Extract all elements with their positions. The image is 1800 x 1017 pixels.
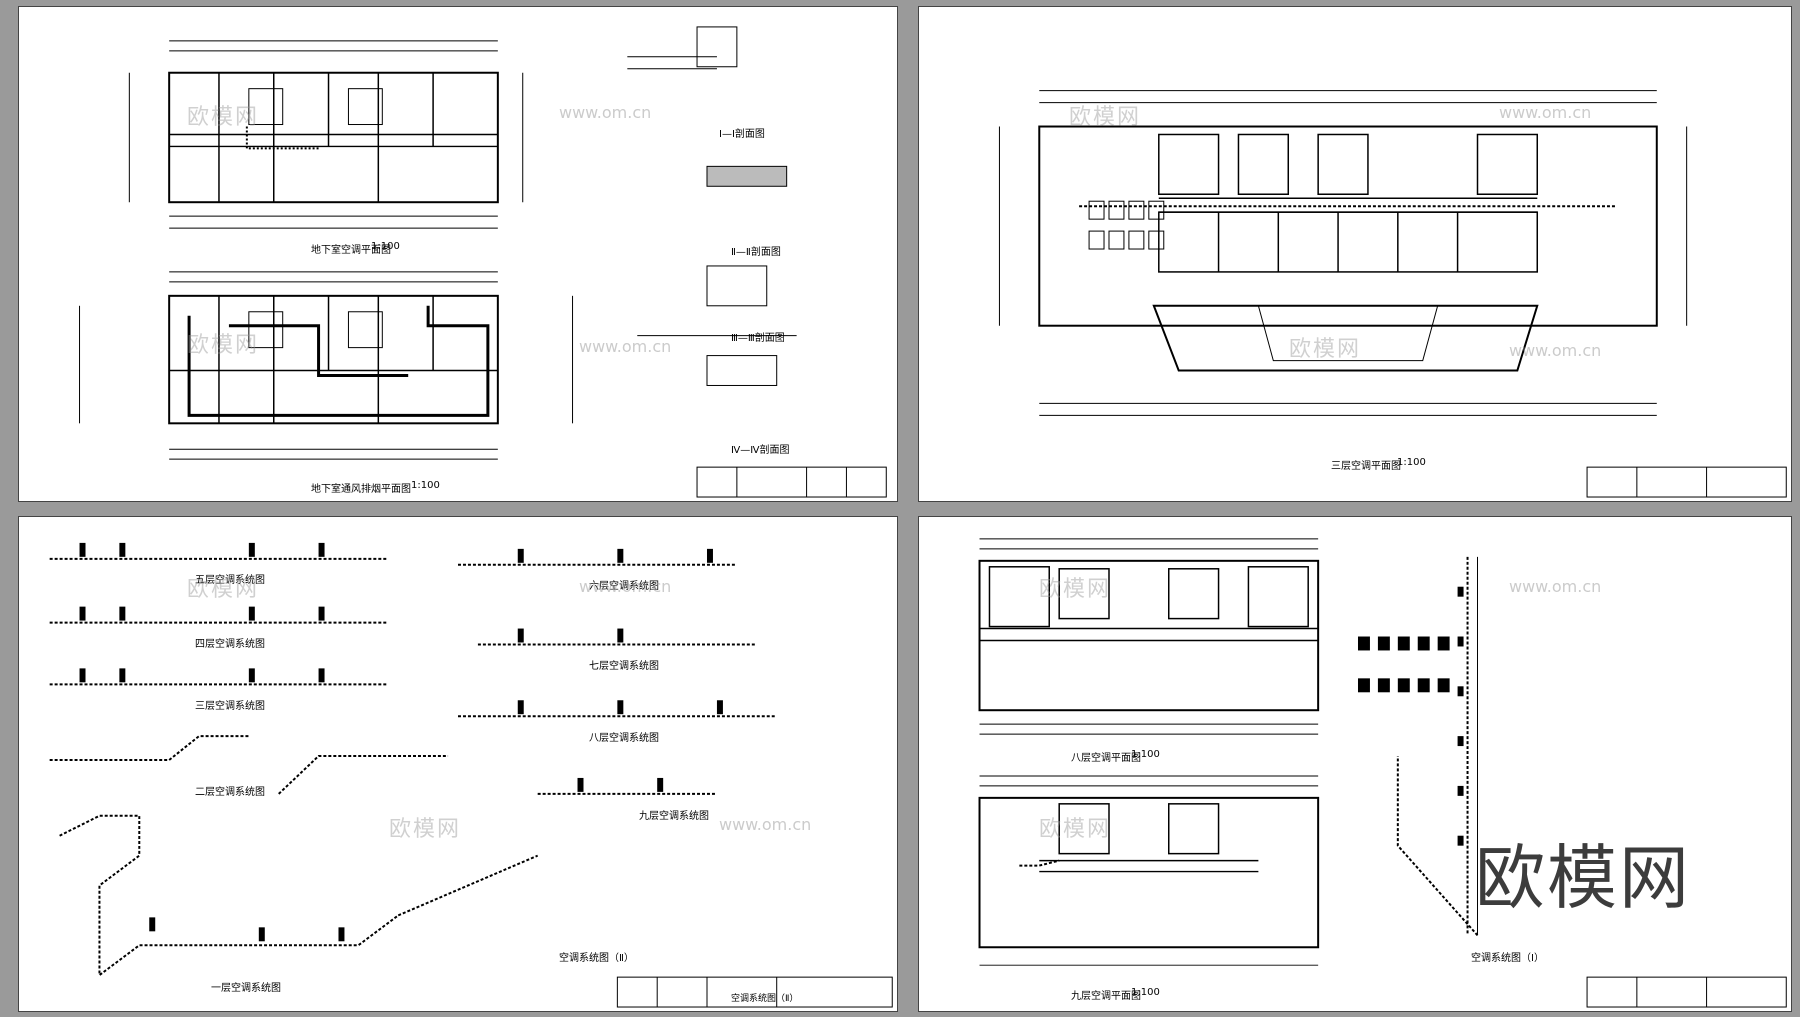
caption-section-2: Ⅱ—Ⅱ剖面图: [731, 247, 781, 258]
caption-section-1: Ⅰ—Ⅰ剖面图: [719, 129, 765, 140]
caption-section-3: Ⅲ—Ⅲ剖面图: [731, 333, 785, 344]
caption-basement-ac-plan: 地下室空调平面图: [311, 245, 391, 256]
caption-fourth-system: 四层空调系统图: [195, 639, 265, 650]
watermark-brand: 欧模网: [187, 577, 260, 602]
caption-system-2: 空调系统图（Ⅱ）: [559, 953, 634, 964]
watermark-url: www.om.cn: [579, 577, 672, 596]
caption-seventh-system: 七层空调系统图: [589, 661, 659, 672]
caption-eighth-system: 八层空调系统图: [589, 733, 659, 744]
caption-second-system: 二层空调系统图: [195, 787, 265, 798]
floor-plan-eighth-ninth: [978, 538, 1787, 1008]
caption-sixth-system: 六层空调系统图: [589, 581, 659, 592]
sheet-top-left: 地下室空调平面图 1:100 地下室通风排烟平面图 1:100 Ⅰ—Ⅰ剖面图 Ⅱ…: [18, 6, 898, 502]
watermark-brand: 欧模网: [1039, 577, 1112, 602]
caption-scale: 1:100: [1397, 457, 1426, 468]
caption-third-floor-plan: 三层空调平面图: [1331, 461, 1401, 472]
sheet-bottom-left: 五层空调系统图 四层空调系统图 三层空调系统图 二层空调系统图 一层空调系统图 …: [18, 516, 898, 1012]
duct-system-diagram: [49, 542, 893, 1008]
watermark-brand: 欧模网: [1069, 105, 1142, 130]
floor-plan-basement: [79, 26, 887, 498]
caption-scale: 1:100: [1131, 749, 1160, 760]
watermark-brand: 欧模网: [389, 817, 462, 842]
caption-first-system: 一层空调系统图: [211, 983, 281, 994]
watermark-brand: 欧模网: [1039, 817, 1112, 842]
caption-basement-vent-plan: 地下室通风排烟平面图: [311, 484, 411, 495]
floor-plan-third: [998, 90, 1787, 498]
sheet-top-right: 三层空调平面图 1:100 欧模网 欧模网 www.om.cn www.om.c…: [918, 6, 1792, 502]
sheet-bottom-right: 八层空调平面图 1:100 九层空调平面图 1:100 空调系统图（Ⅰ） 欧模网…: [918, 516, 1792, 1012]
watermark-brand: 欧模网: [1289, 337, 1362, 362]
caption-third-system: 三层空调系统图: [195, 701, 265, 712]
watermark-large: 欧模网: [1475, 837, 1691, 919]
watermark-brand: 欧模网: [187, 105, 260, 130]
caption-scale: 1:100: [1131, 987, 1160, 998]
caption-ninth-system: 九层空调系统图: [639, 811, 709, 822]
title-block-system-2: 空调系统图（Ⅱ）: [731, 994, 799, 1004]
caption-system-1: 空调系统图（Ⅰ）: [1471, 953, 1544, 964]
watermark-brand: 欧模网: [187, 333, 260, 358]
caption-fifth-system: 五层空调系统图: [195, 575, 265, 586]
caption-eighth-floor-plan: 八层空调平面图: [1071, 753, 1141, 764]
watermark-url: www.om.cn: [1509, 577, 1602, 596]
caption-section-4: Ⅳ—Ⅳ剖面图: [731, 445, 790, 456]
watermark-url: www.om.cn: [1499, 103, 1592, 122]
caption-scale: 1:100: [411, 480, 440, 491]
watermark-url: www.om.cn: [579, 337, 672, 356]
watermark-url: www.om.cn: [1509, 341, 1602, 360]
caption-ninth-floor-plan: 九层空调平面图: [1071, 991, 1141, 1002]
watermark-url: www.om.cn: [719, 815, 812, 834]
watermark-url: www.om.cn: [559, 103, 652, 122]
caption-scale: 1:100: [371, 241, 400, 252]
